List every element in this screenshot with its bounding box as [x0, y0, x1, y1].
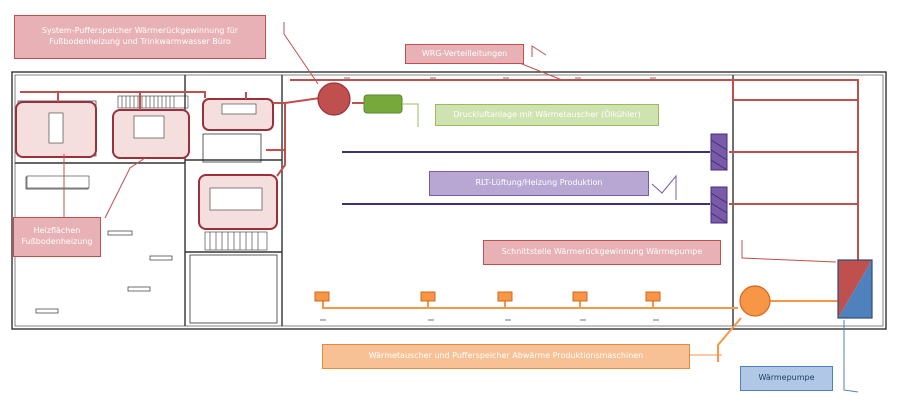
wrg-lines-label: WRG-Verteilleitungen [405, 44, 524, 64]
buffer-storage-label: System-Pufferspeicher Wärmerückgewinnung… [14, 15, 266, 59]
wrg-distribution-pipes [20, 79, 859, 262]
waste-heat-buffer-icon [739, 285, 771, 317]
floor-heating-label: Heizflächen Fußbodenheizung [13, 217, 101, 257]
compressor-icon [363, 94, 403, 114]
leader-lines [63, 22, 859, 393]
heat-pump-label: Wärmepumpe [740, 366, 833, 391]
rlt-ventilation-lines [342, 151, 710, 205]
staircase [117, 95, 268, 251]
building-walls [11, 71, 887, 330]
machine-exchanger-icon [314, 291, 661, 302]
ventilation-register-icon [710, 133, 728, 224]
rlt-label: RLT-Lüftung/Heizung Produktion [429, 171, 649, 196]
heat-pump-icon [837, 259, 873, 319]
compressor-label: Druckluftanlage mit Wärmetauscher (Ölküh… [435, 104, 659, 126]
interface-label: Schnittstelle Wärmerückgewinnung Wärmepu… [483, 240, 721, 265]
buffer-tank-icon [317, 82, 351, 116]
conference-tables [26, 103, 263, 211]
exchangers-label: Wärmetauscher und Pufferspeicher Abwärme… [322, 344, 690, 369]
dimension-ticks [320, 77, 659, 321]
